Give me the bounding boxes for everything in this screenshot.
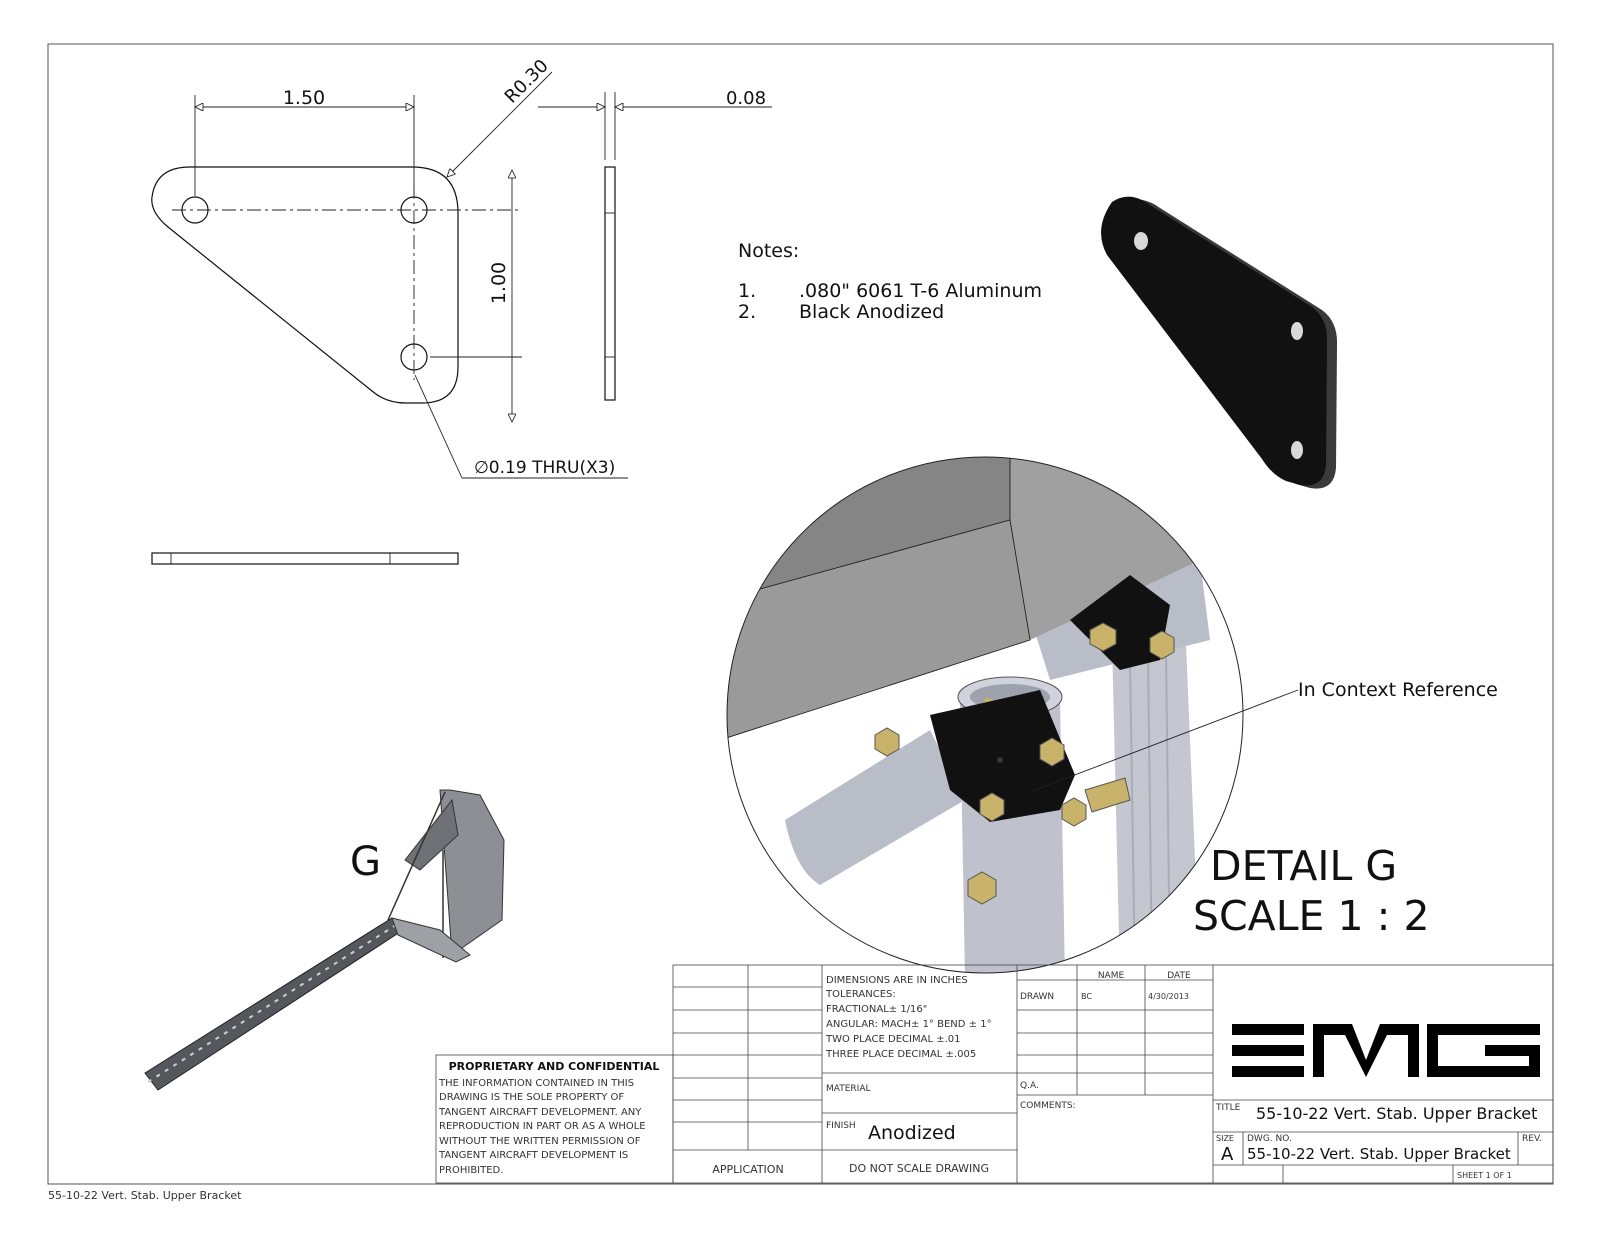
dim-width: 1.50 xyxy=(283,87,325,109)
no-scale-label: DO NOT SCALE DRAWING xyxy=(849,1162,989,1175)
isometric-bracket xyxy=(1101,196,1338,489)
dwg-no-value: 55-10-22 Vert. Stab. Upper Bracket xyxy=(1247,1145,1511,1163)
drawing-title: 55-10-22 Vert. Stab. Upper Bracket xyxy=(1256,1104,1537,1123)
qa-label: Q.A. xyxy=(1020,1081,1039,1091)
iso-hole-3 xyxy=(1291,441,1303,459)
proprietary-line-2: DRAWING IS THE SOLE PROPERTY OF xyxy=(439,1092,624,1103)
dwg-no-label: DWG. NO. xyxy=(1247,1134,1292,1144)
proprietary-line-3: TANGENT AIRCRAFT DEVELOPMENT. ANY xyxy=(438,1107,642,1118)
proprietary-heading: PROPRIETARY AND CONFIDENTIAL xyxy=(449,1060,660,1073)
dim-hole: ∅0.19 THRU(X3) xyxy=(474,458,615,478)
tolerance-line-3: FRACTIONAL± 1/16" xyxy=(826,1004,927,1015)
emg-logo xyxy=(1232,1024,1540,1077)
iso-hole-1 xyxy=(1134,232,1148,250)
detail-label-g: G xyxy=(350,839,381,885)
detail-circle xyxy=(726,456,1244,974)
tolerance-line-6: THREE PLACE DECIMAL ±.005 xyxy=(825,1049,976,1060)
proprietary-line-5: WITHOUT THE WRITTEN PERMISSION OF xyxy=(439,1136,641,1147)
notes: Notes: 1. .080" 6061 T-6 Aluminum 2. Bla… xyxy=(738,240,1042,323)
note-2-text: Black Anodized xyxy=(799,301,944,323)
note-2-number: 2. xyxy=(738,301,756,323)
title-block: PROPRIETARY AND CONFIDENTIAL THE INFORMA… xyxy=(435,964,1554,1184)
finish-value: Anodized xyxy=(868,1122,956,1144)
top-view xyxy=(151,552,459,565)
proprietary-line-6: TANGENT AIRCRAFT DEVELOPMENT IS xyxy=(438,1150,628,1161)
dim-radius: R0.30 xyxy=(501,55,553,107)
proprietary-line-4: REPRODUCTION IN PART OR AS A WHOLE xyxy=(439,1121,646,1132)
note-1-text: .080" 6061 T-6 Aluminum xyxy=(799,280,1042,302)
size-value: A xyxy=(1221,1144,1234,1165)
proprietary-line-7: PROHIBITED. xyxy=(439,1165,503,1176)
size-label: SIZE xyxy=(1216,1134,1234,1143)
iso-hole-2 xyxy=(1291,322,1303,340)
dim-thickness: 0.08 xyxy=(726,88,766,109)
name-header: NAME xyxy=(1098,971,1125,981)
application-label: APPLICATION xyxy=(712,1163,783,1176)
detail-scale: SCALE 1 : 2 xyxy=(1193,892,1430,940)
sheet-label: SHEET 1 OF 1 xyxy=(1457,1171,1512,1180)
detail-g-view xyxy=(727,457,1243,973)
finish-label: FINISH xyxy=(826,1121,856,1131)
tolerance-line-5: TWO PLACE DECIMAL ±.01 xyxy=(825,1034,960,1045)
proprietary-line-1: THE INFORMATION CONTAINED IN THIS xyxy=(438,1078,634,1089)
sheet-border xyxy=(47,43,1554,1185)
side-view: 0.08 xyxy=(538,88,772,401)
material-label: MATERIAL xyxy=(826,1084,871,1094)
tolerance-line-2: TOLERANCES: xyxy=(825,989,896,1000)
drawn-label: DRAWN xyxy=(1020,992,1054,1002)
front-view: 1.50 R0.30 1.00 ∅0.19 THRU(X3) xyxy=(151,55,628,479)
rev-label: REV. xyxy=(1522,1134,1542,1144)
dim-height: 1.00 xyxy=(488,262,510,304)
drawn-name: BC xyxy=(1081,992,1092,1001)
tolerance-line-4: ANGULAR: MACH± 1° BEND ± 1° xyxy=(826,1019,992,1030)
note-1-number: 1. xyxy=(738,280,756,302)
assembly-view: G xyxy=(144,789,505,1091)
drawn-date: 4/30/2013 xyxy=(1148,992,1189,1001)
notes-heading: Notes: xyxy=(738,240,799,262)
title-label: TITLE xyxy=(1215,1103,1241,1113)
in-context-callout: In Context Reference xyxy=(1298,679,1498,701)
date-header: DATE xyxy=(1167,971,1191,981)
comments-label: COMMENTS: xyxy=(1020,1101,1076,1111)
tolerance-line-1: DIMENSIONS ARE IN INCHES xyxy=(826,975,968,986)
detail-title: DETAIL G xyxy=(1210,842,1397,890)
footer-filename: 55-10-22 Vert. Stab. Upper Bracket xyxy=(48,1189,242,1202)
